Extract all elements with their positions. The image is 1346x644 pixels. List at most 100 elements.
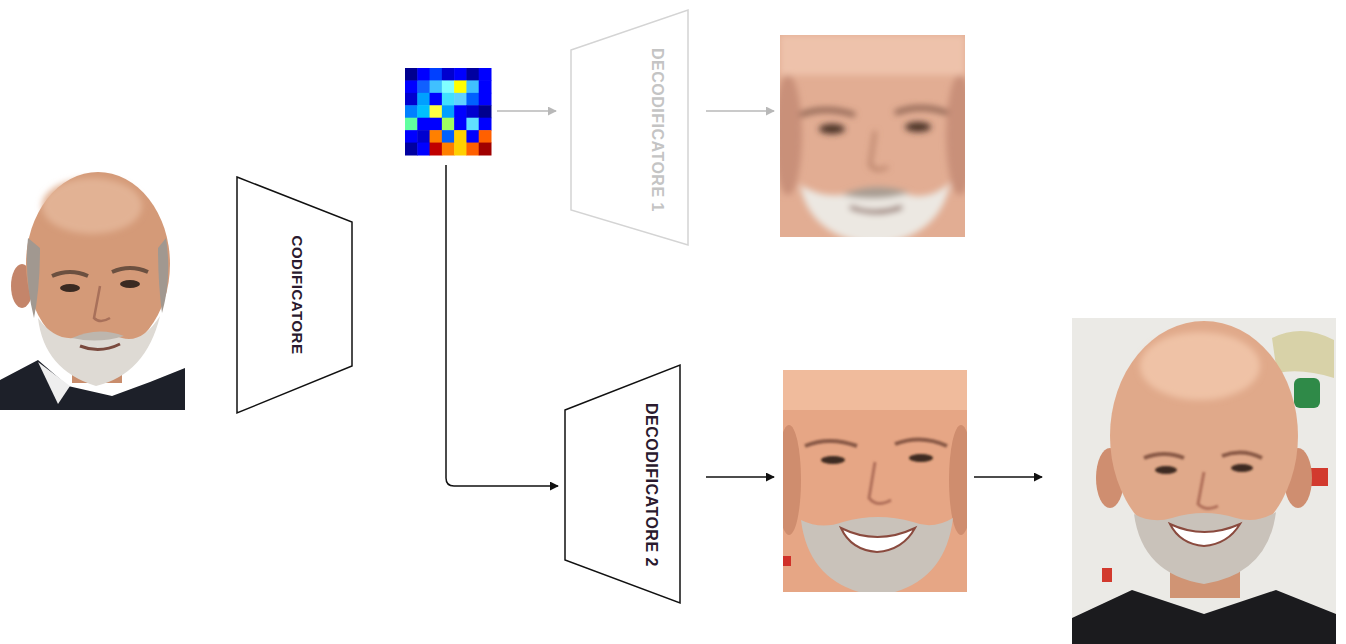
swapped-face-output: [895, 439, 947, 446]
final-deepfake-image: [1170, 524, 1240, 546]
latent-cell: [466, 105, 479, 118]
latent-cell: [417, 143, 430, 156]
latent-cell: [454, 68, 467, 81]
trapezoid-outline: [565, 365, 680, 603]
source-face-photo: [94, 286, 110, 321]
latent-heatmap: [405, 68, 492, 156]
latent-cell: [430, 143, 443, 156]
latent-cell: [466, 68, 479, 81]
block-label: DECODIFICATORE 2: [643, 403, 659, 567]
trapezoid-outline: [237, 177, 352, 413]
latent-cell: [454, 105, 467, 118]
source-face-photo: [38, 316, 160, 386]
swapped-face-output: [801, 517, 953, 592]
swapped-face-output: [821, 456, 845, 464]
source-face-photo: [52, 272, 88, 276]
swapped-face-output: [949, 425, 967, 535]
latent-cell: [405, 68, 418, 81]
flow-arrows: [497, 110, 556, 112]
latent-cell: [442, 130, 455, 143]
blurred-face-output: [780, 35, 965, 237]
encoder-trapezoid: CODIFICATORE: [237, 177, 352, 413]
latent-cell: [454, 143, 467, 156]
latent-cell: [466, 118, 479, 131]
blurred-face-output: [800, 183, 950, 237]
latent-cell: [405, 130, 418, 143]
decoder-trapezoid: DECODIFICATORE 1: [571, 10, 688, 245]
latent-cell: [442, 143, 455, 156]
final-deepfake-image: [1144, 452, 1262, 508]
latent-cell: [405, 93, 418, 106]
latent-cell: [430, 105, 443, 118]
latent-cell: [405, 118, 418, 131]
final-deepfake-image: [1198, 472, 1218, 509]
blurred-face-output: [780, 75, 802, 195]
latent-cell: [405, 105, 418, 118]
latent-cell: [417, 93, 430, 106]
source-face-photo: [158, 238, 168, 313]
latent-cell: [479, 80, 492, 93]
swapped-face-output: [783, 370, 967, 410]
latent-cell: [405, 80, 418, 93]
latent-cell: [417, 68, 430, 81]
latent-cell: [430, 118, 443, 131]
latent-cell: [417, 80, 430, 93]
final-deepfake-image: [1140, 332, 1260, 400]
final-deepfake-image: [1155, 466, 1177, 474]
trapezoid-outline: [571, 10, 688, 245]
latent-cell: [430, 68, 443, 81]
latent-cell: [430, 93, 443, 106]
latent-cell: [454, 93, 467, 106]
latent-cell: [466, 130, 479, 143]
final-deepfake-image: [1231, 464, 1253, 472]
source-face-photo: [27, 238, 40, 318]
swapped-face-output: [805, 441, 857, 446]
final-deepfake-image: [1144, 454, 1184, 458]
blurred-face-output: [870, 131, 888, 170]
latent-cell: [442, 118, 455, 131]
latent-cell: [479, 105, 492, 118]
swapped-face-output: [869, 462, 891, 504]
latent-cell: [479, 93, 492, 106]
trapezoid-outline: [565, 365, 680, 603]
source-face-photo: [112, 268, 148, 272]
source-face-photo: [26, 172, 170, 356]
latent-cell: [466, 143, 479, 156]
blurred-face-output: [780, 35, 965, 237]
swapped-face-output: [909, 454, 933, 462]
latent-cell: [454, 118, 467, 131]
latent-cell: [442, 80, 455, 93]
source-face-photo: [72, 331, 124, 340]
blurred-face-output: [819, 124, 845, 134]
latent-cell: [479, 130, 492, 143]
blurred-face-output: [780, 35, 965, 75]
blurred-face-output: [850, 207, 902, 212]
final-deepfake-image: [1134, 512, 1276, 584]
final-deepfake-image: [1072, 590, 1336, 644]
latent-cell: [417, 130, 430, 143]
latent-cell: [466, 80, 479, 93]
swapped-face-output: [783, 370, 967, 592]
flow-arrows: [974, 476, 1042, 478]
source-face-photo: [120, 280, 140, 288]
swapped-face-output: [841, 528, 915, 552]
source-face-photo: [42, 178, 142, 234]
blurred-face-output: [895, 108, 948, 113]
final-deepfake-image: [1102, 568, 1112, 582]
final-deepfake-image: [1072, 318, 1336, 644]
latent-cell: [466, 93, 479, 106]
block-label: DECODIFICATORE 1: [649, 48, 665, 212]
final-deepfake-image: [1072, 318, 1336, 644]
latent-cell: [442, 105, 455, 118]
latent-cell: [417, 105, 430, 118]
trapezoid-outline: [571, 10, 688, 245]
swapped-face-output: [783, 556, 791, 566]
source-face-photo: [60, 284, 80, 292]
latent-cell: [479, 143, 492, 156]
latent-cell: [430, 80, 443, 93]
blurred-face-output: [946, 75, 965, 195]
flow-arrows: [706, 476, 774, 478]
latent-cell: [442, 93, 455, 106]
final-deepfake-image: [1222, 452, 1262, 458]
